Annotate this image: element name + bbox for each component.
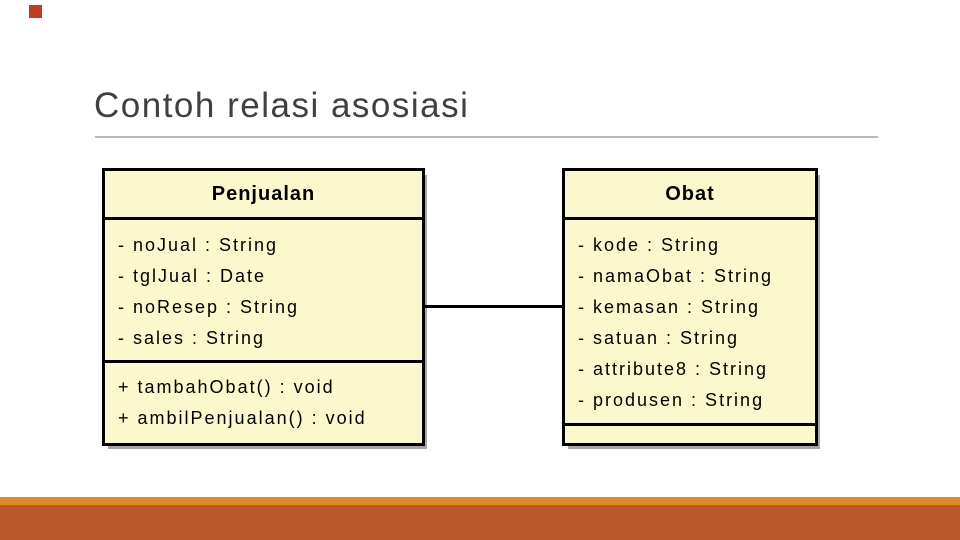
uml-member: + ambilPenjualan() : void bbox=[118, 408, 367, 428]
uml-member: - noJual : String bbox=[118, 235, 279, 255]
footer-band-thin bbox=[0, 497, 960, 505]
class-name-obat: Obat bbox=[565, 171, 815, 220]
footer-band-thick bbox=[0, 505, 960, 540]
uml-member: - sales : String bbox=[118, 328, 266, 348]
attributes-compartment-penjualan: - noJual : String - tglJual : Date - noRes… bbox=[105, 220, 422, 363]
uml-member: - tglJual : Date bbox=[118, 266, 267, 286]
accent-square-decoration bbox=[29, 5, 42, 18]
uml-class-penjualan: Penjualan - noJual : String - tglJual : D… bbox=[102, 168, 425, 446]
association-line bbox=[425, 305, 562, 308]
methods-compartment-penjualan: + tambahObat() : void + ambilPenjualan() … bbox=[105, 363, 422, 443]
uml-member: - kode : String bbox=[578, 235, 721, 255]
uml-member: - kemasan : String bbox=[578, 297, 761, 317]
methods-compartment-obat bbox=[565, 426, 815, 443]
title-divider-line bbox=[95, 136, 878, 138]
slide-title: Contoh relasi asosiasi bbox=[94, 86, 470, 125]
uml-member: - noResep : String bbox=[118, 297, 300, 317]
uml-member: - attribute8 : String bbox=[578, 359, 769, 379]
uml-class-obat: Obat - kode : String- namaObat : String-… bbox=[562, 168, 818, 446]
attributes-compartment-obat: - kode : String - namaObat : String - kema… bbox=[565, 220, 815, 426]
uml-member: - namaObat : String bbox=[578, 266, 774, 286]
class-name-penjualan: Penjualan bbox=[105, 171, 422, 220]
uml-member: + tambahObat() : void bbox=[118, 377, 335, 397]
uml-member: - satuan : String bbox=[578, 328, 740, 348]
uml-member: - produsen : String bbox=[578, 390, 765, 410]
